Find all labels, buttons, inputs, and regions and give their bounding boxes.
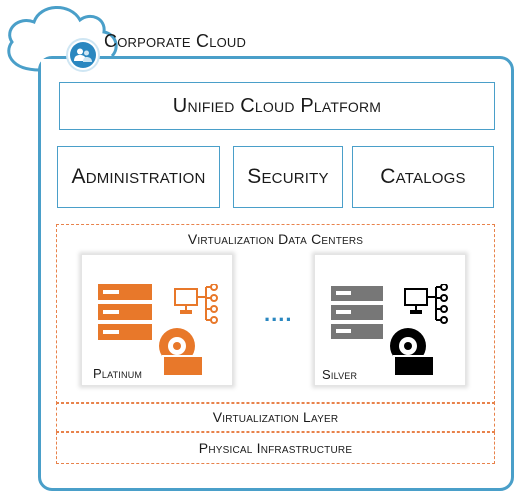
virtualization-data-centers-region (56, 224, 495, 404)
physical-infrastructure-box: Physical Infrastructure (56, 432, 495, 464)
catalogs-box: Catalogs (352, 146, 494, 208)
virtualization-data-centers-label: Virtualization Data Centers (187, 231, 364, 247)
page-title: Corporate Cloud (104, 31, 247, 51)
silver-storage-icon (390, 328, 435, 377)
administration-box: Administration (57, 146, 220, 208)
platinum-label: Platinum (93, 366, 143, 381)
virtualization-layer-box: Virtualization Layer (56, 402, 495, 432)
silver-label: Silver (322, 367, 358, 382)
security-box: Security (233, 146, 343, 208)
unified-cloud-platform-box: Unified Cloud Platform (59, 82, 495, 130)
platinum-storage-icon (159, 328, 204, 377)
ellipsis-separator: .... (264, 301, 293, 326)
users-icon (70, 42, 96, 68)
platinum-network-icon (174, 284, 218, 324)
silver-network-icon (404, 284, 448, 324)
silver-server-icon (331, 286, 383, 339)
platinum-server-icon (98, 284, 152, 340)
